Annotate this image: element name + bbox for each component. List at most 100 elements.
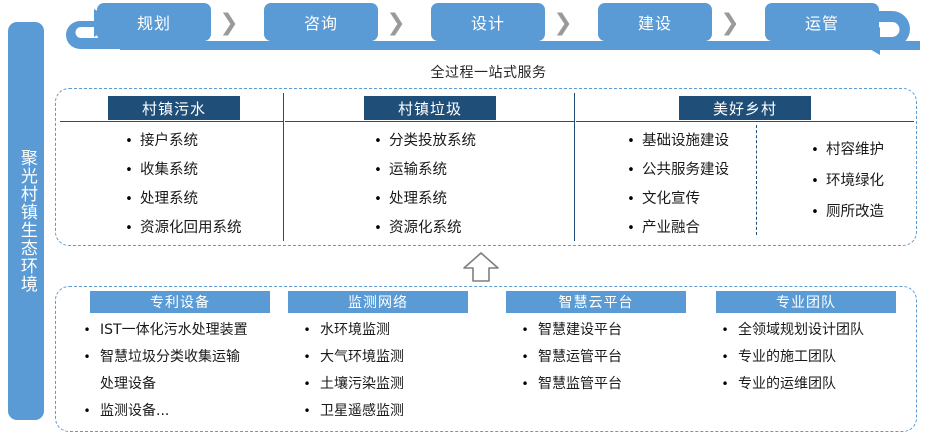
list-item: •产业融合 (620, 214, 800, 243)
list-item: •环境绿化 (804, 166, 925, 197)
capability-header: 美好乡村 (679, 96, 811, 120)
list-item: •水环境监测 (294, 317, 490, 344)
resource-column-cloud: 智慧云平台 •智慧建设平台 •智慧运管平台 •智慧监管平台 (490, 287, 702, 431)
process-flow: 规划 ❯ 咨询 ❯ 设计 ❯ 建设 ❯ 运管 (52, 0, 925, 58)
bullet-icon: • (721, 377, 729, 391)
resource-header: 专业团队 (716, 291, 896, 313)
flow-stage-3[interactable]: 设计 (431, 3, 545, 41)
bullet-icon: • (374, 192, 382, 207)
resource-header: 专利设备 (90, 291, 270, 313)
bullet-icon: • (303, 404, 311, 418)
bullet-icon: • (627, 134, 635, 149)
flow-stage-4[interactable]: 建设 (598, 3, 712, 41)
flow-stage-label: 建设 (637, 14, 672, 33)
list-item: •接户系统 (118, 127, 283, 156)
list-item: •监测设备... (74, 398, 294, 425)
list-item: •处理系统 (118, 185, 283, 214)
flow-chevron-icon-1: ❯ (219, 10, 239, 36)
resources-panel: 专利设备 •IST一体化污水处理装置 •智慧垃圾分类收集运输 •处理设备 •监测… (55, 286, 917, 432)
bullet-icon: • (811, 174, 819, 189)
bullet-icon: • (374, 163, 382, 178)
capability-column-garbage: 村镇垃圾 •分类投放系统 •运输系统 •处理系统 •资源化系统 (285, 93, 574, 241)
bullet-icon: • (627, 221, 635, 236)
flow-chevron-icon-3: ❯ (553, 10, 573, 36)
bullet-icon: • (521, 350, 529, 364)
flow-stage-label: 设计 (470, 14, 505, 33)
bullet-icon: • (374, 221, 382, 236)
up-arrow-icon (463, 252, 499, 282)
bullet-icon: • (627, 192, 635, 207)
resource-list: •IST一体化污水处理装置 •智慧垃圾分类收集运输 •处理设备 •监测设备... (62, 317, 294, 425)
list-item: •大气环境监测 (294, 344, 490, 371)
bullet-icon: • (125, 134, 133, 149)
bullet-icon: • (721, 350, 729, 364)
capability-list: •接户系统 •收集系统 •处理系统 •资源化回用系统 (60, 127, 283, 243)
list-item: •全领域规划设计团队 (712, 317, 914, 344)
resource-list: •智慧建设平台 •智慧运管平台 •智慧监管平台 (490, 317, 702, 398)
bullet-icon: • (83, 404, 91, 418)
flow-stage-1[interactable]: 规划 (97, 3, 211, 41)
list-item: •处理设备 (100, 376, 156, 392)
brand-label: 聚光村镇生态环境 (16, 149, 37, 293)
capability-header: 村镇污水 (108, 96, 240, 120)
bullet-icon: • (83, 323, 91, 337)
capability-list: •基础设施建设 •公共服务建设 •文化宣传 •产业融合 (576, 127, 800, 243)
bullet-icon: • (125, 192, 133, 207)
bullet-icon: • (811, 143, 819, 158)
list-item: •智慧运管平台 (512, 344, 702, 371)
bullet-icon: • (374, 134, 382, 149)
capability-panel: 村镇污水 •接户系统 •收集系统 •处理系统 •资源化回用系统 村镇垃圾 •分类… (55, 88, 917, 246)
list-item: •村容维护 (804, 135, 925, 166)
list-item: •智慧建设平台 (512, 317, 702, 344)
flow-stage-label: 运管 (804, 14, 839, 33)
capability-list: •分类投放系统 •运输系统 •处理系统 •资源化系统 (285, 127, 574, 243)
bullet-icon: • (627, 163, 635, 178)
vertical-brand-banner: 聚光村镇生态环境 (8, 22, 44, 420)
list-item: •厕所改造 (804, 197, 925, 228)
list-item: •卫星遥感监测 (294, 398, 490, 425)
capability-header: 村镇垃圾 (364, 96, 496, 120)
flow-chevron-icon-2: ❯ (386, 10, 406, 36)
bullet-icon: • (125, 221, 133, 236)
flow-stage-5[interactable]: 运管 (765, 3, 879, 41)
list-item: •处理系统 (367, 185, 574, 214)
resource-list: •水环境监测 •大气环境监测 •土壤污染监测 •卫星遥感监测 (288, 317, 490, 425)
list-item: •专业的施工团队 (712, 344, 914, 371)
header-rule-1 (60, 121, 283, 123)
resource-column-monitoring: 监测网络 •水环境监测 •大气环境监测 •土壤污染监测 •卫星遥感监测 (288, 287, 490, 431)
bullet-icon: • (303, 323, 311, 337)
header-rule-2 (285, 121, 574, 123)
flow-stage-2[interactable]: 咨询 (264, 3, 378, 41)
flow-caption: 全过程一站式服务 (430, 65, 547, 81)
list-item: •资源化系统 (367, 214, 574, 243)
column-divider-2 (574, 93, 576, 241)
flow-stage-label: 咨询 (303, 14, 338, 33)
column-divider-3-dashed (756, 125, 757, 235)
flow-chevron-icon-4: ❯ (720, 10, 740, 36)
bullet-icon: • (83, 350, 91, 364)
list-item: •资源化回用系统 (118, 214, 283, 243)
resource-header: 监测网络 (288, 291, 468, 313)
flow-stage-label: 规划 (136, 14, 171, 33)
list-item: •收集系统 (118, 156, 283, 185)
capability-column-wastewater: 村镇污水 •接户系统 •收集系统 •处理系统 •资源化回用系统 (60, 93, 283, 241)
list-item: •IST一体化污水处理装置 (74, 317, 294, 344)
header-rule-3 (576, 121, 914, 123)
resource-column-team: 专业团队 •全领域规划设计团队 •专业的施工团队 •专业的运维团队 (702, 287, 914, 431)
list-item: •分类投放系统 (367, 127, 574, 156)
resource-header: 智慧云平台 (506, 291, 686, 313)
list-item: •基础设施建设 (620, 127, 800, 156)
bullet-icon: • (721, 323, 729, 337)
list-item: •土壤污染监测 (294, 371, 490, 398)
list-item: •公共服务建设 (620, 156, 800, 185)
column-divider-1 (283, 93, 285, 241)
list-item: •智慧垃圾分类收集运输 (74, 344, 294, 371)
resource-list: •全领域规划设计团队 •专业的施工团队 •专业的运维团队 (702, 317, 914, 398)
bullet-icon: • (303, 350, 311, 364)
flow-loop-bar (120, 41, 920, 50)
list-item: •文化宣传 (620, 185, 800, 214)
bullet-icon: • (811, 205, 819, 220)
capability-column-village: 美好乡村 •基础设施建设 •公共服务建设 •文化宣传 •产业融合 •村容维护 •… (576, 93, 914, 241)
resource-column-equipment: 专利设备 •IST一体化污水处理装置 •智慧垃圾分类收集运输 •处理设备 •监测… (62, 287, 294, 431)
bullet-icon: • (521, 377, 529, 391)
